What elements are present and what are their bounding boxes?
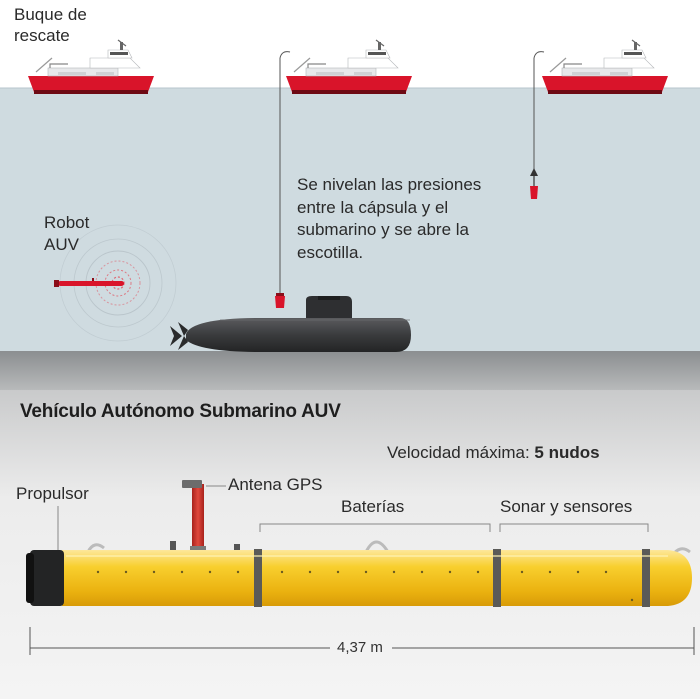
propulsor-label: Propulsor [16,484,89,503]
antena-label: Antena GPS [228,475,323,494]
baterias-bracket [259,523,491,532]
max-speed: Velocidad máxima: 5 nudos [387,443,600,463]
rescue-ship-2 [285,39,413,95]
rescue-ship-1 [27,39,155,95]
baterias-label: Baterías [341,497,405,516]
robot-auv-icon [54,278,124,287]
hull-rivets [96,570,634,602]
rising-capsule-icon [530,168,538,199]
section-title: Vehículo Autónomo Submarino AUV [20,401,341,422]
auv-hull [26,549,692,607]
sonar-bracket [499,523,649,532]
ship-label: Buque de rescate [14,5,87,45]
seabed [0,351,700,391]
rescue-capsule [275,293,285,308]
robot-auv-label: Robot AUV [44,213,90,254]
dimension-line [29,627,695,655]
sonar-label: Sonar y sensores [500,497,633,516]
submarine [170,296,411,352]
speed-label: Velocidad máxima: [387,443,530,462]
gps-antenna [182,480,206,552]
length-label: 4,37 m [337,639,383,656]
pressure-note: Se nivelan las presiones entre la cápsul… [297,175,482,262]
speed-value: 5 nudos [534,443,600,462]
rescue-ship-3 [541,39,669,95]
